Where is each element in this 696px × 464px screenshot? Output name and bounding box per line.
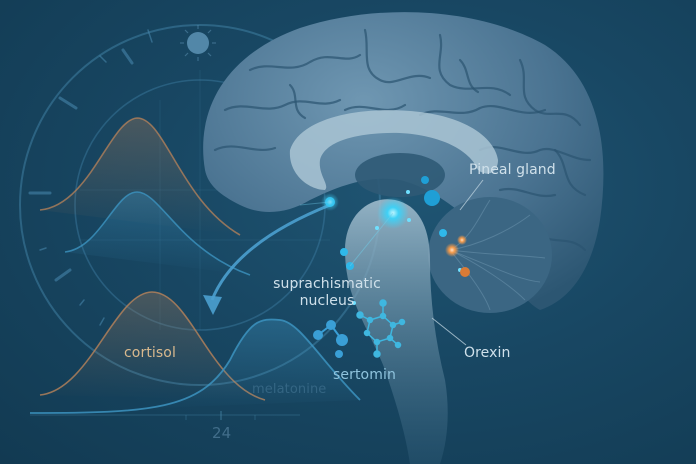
melatonin-curve-upper xyxy=(64,191,251,276)
cortisol-label: cortisol xyxy=(124,345,176,361)
time-axis xyxy=(30,411,300,420)
pineal-glow-points xyxy=(445,235,470,277)
curved-arrow-icon xyxy=(203,203,331,315)
brainstem xyxy=(345,199,448,464)
sertomin-label: sertomin xyxy=(333,367,396,383)
molecule-ring-icon xyxy=(356,299,406,358)
neuron-glow-points xyxy=(299,176,462,305)
melatonin-curve-lower xyxy=(29,318,361,414)
pineal-leader-line xyxy=(459,179,484,211)
melatonine-faint-label: melatonine xyxy=(252,382,327,397)
scn-label-line1: suprachismatic xyxy=(273,276,381,292)
orexin-label: Orexin xyxy=(464,345,511,361)
cerebellum xyxy=(428,197,552,313)
orexin-leader-line xyxy=(431,317,467,346)
sun-icon xyxy=(180,25,216,61)
corpus-callosum xyxy=(289,110,498,190)
scn-label-line2: nucleus xyxy=(299,293,355,309)
gyri xyxy=(213,28,592,252)
molecule-cluster-icon xyxy=(313,320,348,358)
cortisol-curve-upper xyxy=(39,117,241,236)
axis-tick-24: 24 xyxy=(212,424,232,442)
pineal-gland-label: Pineal gland xyxy=(469,162,556,178)
scn-label: suprachismatic nucleus xyxy=(262,276,392,310)
cortisol-curve-lower xyxy=(39,291,266,401)
